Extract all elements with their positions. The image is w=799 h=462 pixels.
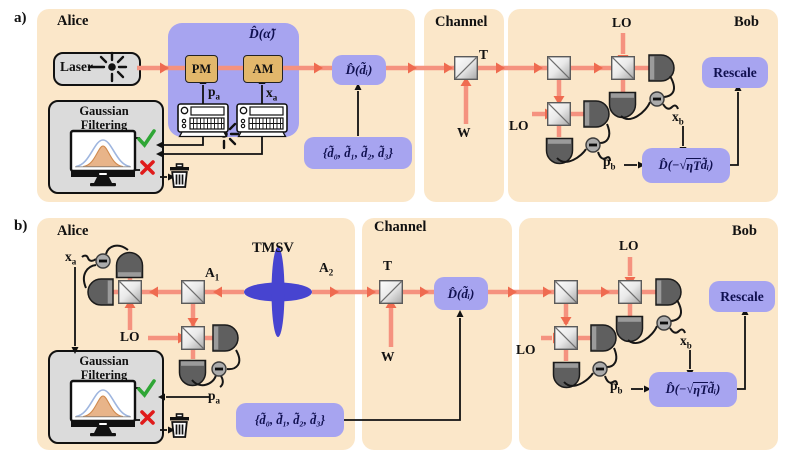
- displacement-di-box-b: D̂(d̃ᵢ): [434, 277, 488, 310]
- am-modulator: AM: [243, 55, 283, 83]
- lo-left-label-a: LO: [509, 118, 529, 133]
- p-a-label-a: pa: [208, 84, 221, 102]
- laser-label: Laser: [60, 59, 93, 74]
- panel-b-alice-title: Alice: [57, 223, 89, 239]
- x-b-label-b: xb: [680, 333, 692, 351]
- displacement-alpha-label: D̂(α̃): [249, 26, 276, 41]
- noise-label-b: W: [381, 349, 395, 364]
- panel-b-channel-title: Channel: [374, 219, 427, 235]
- lo-alice-label-b: LO: [120, 329, 140, 344]
- lo-top-label-b: LO: [619, 238, 639, 253]
- rescale-box-a: Rescale: [702, 57, 768, 88]
- panel-b-tag: b): [14, 218, 28, 234]
- panel-a-channel-title: Channel: [435, 14, 488, 30]
- panel-a-alice-title: Alice: [57, 13, 89, 29]
- d-set-box-b: {d̃₀, d̃₁, d̃₂, d̃₃}: [236, 403, 344, 437]
- x-b-label-a: xb: [672, 109, 684, 127]
- a2-label: A2: [319, 260, 334, 278]
- d-set-box-a: {d̃₀, d̃₁, d̃₂, d̃₃}: [304, 137, 412, 169]
- panel-a-bob-title: Bob: [734, 14, 759, 30]
- x-a-label-a: xa: [266, 85, 278, 103]
- displacement-di-box-a: D̂(d̃ᵢ): [332, 55, 386, 85]
- lo-left-label-b: LO: [516, 342, 536, 357]
- panel-a-tag: a): [14, 10, 27, 26]
- transmittance-label-a: T: [479, 47, 489, 62]
- lo-top-label-a: LO: [612, 15, 632, 30]
- rescale-box-b: Rescale: [709, 281, 775, 312]
- pm-modulator: PM: [185, 55, 218, 83]
- panel-b-bob-title: Bob: [732, 223, 757, 239]
- x-a-label-b: xa: [65, 249, 77, 267]
- a1-label: A1: [205, 265, 220, 283]
- tmsv-label: TMSV: [252, 240, 294, 256]
- noise-label-a: W: [457, 125, 471, 140]
- p-b-label-b: pb: [610, 378, 623, 396]
- p-b-label-a: pb: [603, 154, 616, 172]
- p-a-label-b: pa: [208, 388, 221, 406]
- transmittance-label-b: T: [383, 258, 393, 273]
